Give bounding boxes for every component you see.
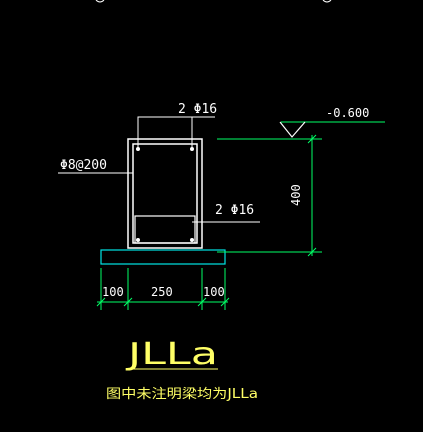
bottom-rebar-label: 2 Φ16 (215, 203, 254, 218)
dimension-mid-label: 250 (151, 285, 173, 299)
bottom-rebar-left (136, 238, 140, 242)
dimension-right-label: 100 (203, 285, 225, 299)
stirrup-label: Φ8@200 (60, 158, 107, 173)
height-dimension-label: 400 (289, 184, 303, 206)
beam-outline-outer (127, 138, 203, 249)
elevation-label: -0.600 (326, 106, 369, 120)
top-edge-fragments (95, 0, 332, 3)
beam-id-title: JLLa (125, 337, 218, 372)
bottom-rebar-frame (134, 215, 196, 244)
foundation-cushion (100, 249, 226, 265)
drawing-note: 图中未注明梁均为JLLa (106, 387, 258, 402)
bottom-rebar-right (190, 238, 194, 242)
elevation-marker-icon (279, 121, 306, 138)
top-rebar-label: 2 Φ16 (178, 102, 217, 117)
dimension-lines (96, 121, 385, 310)
dimension-left-label: 100 (102, 285, 124, 299)
stirrup-outline (132, 143, 198, 244)
leader-lines (58, 116, 260, 223)
